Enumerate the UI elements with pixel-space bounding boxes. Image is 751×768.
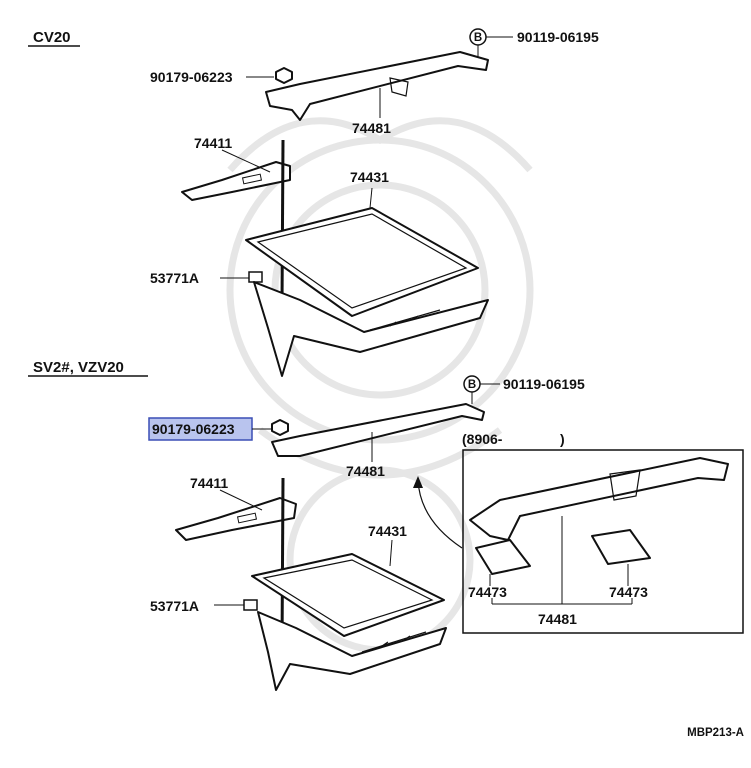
bottom-hook-part-number[interactable]: 74411	[190, 475, 228, 491]
bottom-hook-slot	[236, 512, 258, 524]
top-hook-part-number[interactable]: 74411	[194, 135, 232, 151]
inset-frame	[462, 449, 744, 634]
top-tray-inner	[256, 213, 468, 309]
bottom-hook-shape	[175, 497, 297, 541]
bottom-support-shape	[257, 611, 447, 691]
bottom-clamp-shape	[271, 403, 485, 457]
top-clamp-part-number[interactable]: 74481	[352, 120, 391, 136]
top-nut-part-number[interactable]: 90179-06223	[150, 69, 233, 85]
bottom-nut-icon	[271, 419, 289, 436]
top-support-shape	[253, 281, 489, 377]
bottom-tray-shape	[251, 553, 445, 637]
top-hook-leader	[221, 149, 271, 173]
top-support-details	[369, 309, 441, 331]
section-title-cv20: CV20	[33, 29, 71, 46]
bottom-hook-leader	[219, 489, 263, 511]
inset-pad-left-shape	[475, 539, 531, 575]
bottom-rod-part-number[interactable]: 53771A	[150, 598, 199, 614]
bottom-rod-clip	[243, 599, 258, 611]
top-rod-shape	[280, 139, 285, 306]
top-rod-clip	[248, 271, 263, 283]
top-tray-shape	[245, 207, 479, 317]
figure-reference: MBP213-A	[687, 727, 744, 739]
inset-box: (8906- ) 74473 74473 74481	[462, 431, 744, 634]
bottom-assembly: B 90119-06195 90179-06223 74481 74411 53…	[148, 375, 585, 691]
inset-title: (8906-	[462, 431, 503, 447]
top-nut-icon	[275, 67, 293, 84]
top-hook-shape	[181, 161, 291, 201]
inset-pad-right-part-number[interactable]: 74473	[609, 584, 648, 600]
inset-clamp-part-number[interactable]: 74481	[538, 611, 577, 627]
bottom-bolt-marker-letter: B	[468, 379, 476, 391]
inset-clamp-shape	[469, 457, 729, 541]
top-bolt-marker-letter: B	[474, 32, 482, 44]
top-rod-part-number[interactable]: 53771A	[150, 270, 199, 286]
top-assembly: B 90119-06195 90179-06223 74481 74411 53…	[150, 28, 599, 377]
top-clamp-shape	[265, 51, 489, 121]
top-hook-slot	[241, 173, 263, 185]
bottom-clamp-part-number[interactable]: 74481	[346, 463, 385, 479]
inset-pad-left-part-number[interactable]: 74473	[468, 584, 507, 600]
inset-pointer-arrowhead-icon	[413, 476, 423, 488]
inset-pad-right-shape	[591, 529, 651, 565]
top-tray-part-number[interactable]: 74431	[350, 169, 389, 185]
top-tray-leader	[369, 187, 373, 209]
top-clamp-bracket	[389, 77, 409, 97]
top-bolt-part-number[interactable]: 90119-06195	[517, 29, 599, 45]
bottom-support-details	[361, 631, 427, 653]
bottom-bolt-part-number[interactable]: 90119-06195	[503, 376, 585, 392]
bottom-nut-part-number[interactable]: 90179-06223	[152, 421, 235, 437]
bottom-tray-part-number[interactable]: 74431	[368, 523, 407, 539]
bottom-tray-inner	[262, 559, 434, 629]
inset-title-close: )	[560, 431, 565, 447]
bottom-tray-leader	[389, 539, 393, 567]
section-title-sv2: SV2#, VZV20	[33, 359, 124, 376]
inset-clamp-bracket	[609, 469, 641, 501]
